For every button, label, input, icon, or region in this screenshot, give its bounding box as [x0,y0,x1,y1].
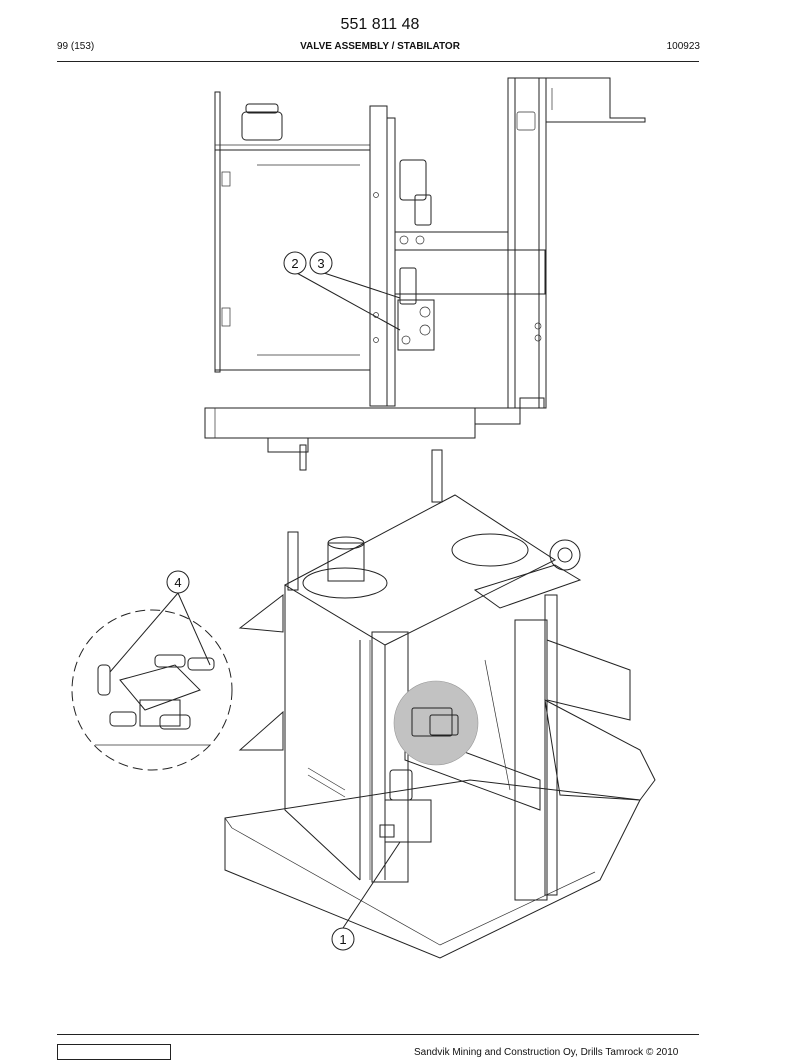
date-code: 100923 [666,41,700,52]
footer-rule [57,1034,699,1035]
document-number: 551 811 48 [340,16,420,33]
page-number: 99 (153) [57,41,95,52]
page-title: VALVE ASSEMBLY / STABILATOR [300,41,460,52]
detail-view [71,609,233,771]
sandvik-logo [57,1044,171,1060]
callout-2: 2 [283,251,307,275]
callout-4: 4 [166,570,190,594]
callout-3-label: 3 [317,256,324,271]
highlight-circle [393,680,479,766]
callout-2-label: 2 [291,256,298,271]
callout-1: 1 [331,927,355,951]
leader-lines [109,271,401,929]
upper-view-drawing [204,77,646,471]
callout-1-label: 1 [339,932,346,947]
callout-3: 3 [309,251,333,275]
callout-4-label: 4 [174,575,181,590]
header-rule [57,61,699,62]
lower-view-drawing [224,449,656,959]
